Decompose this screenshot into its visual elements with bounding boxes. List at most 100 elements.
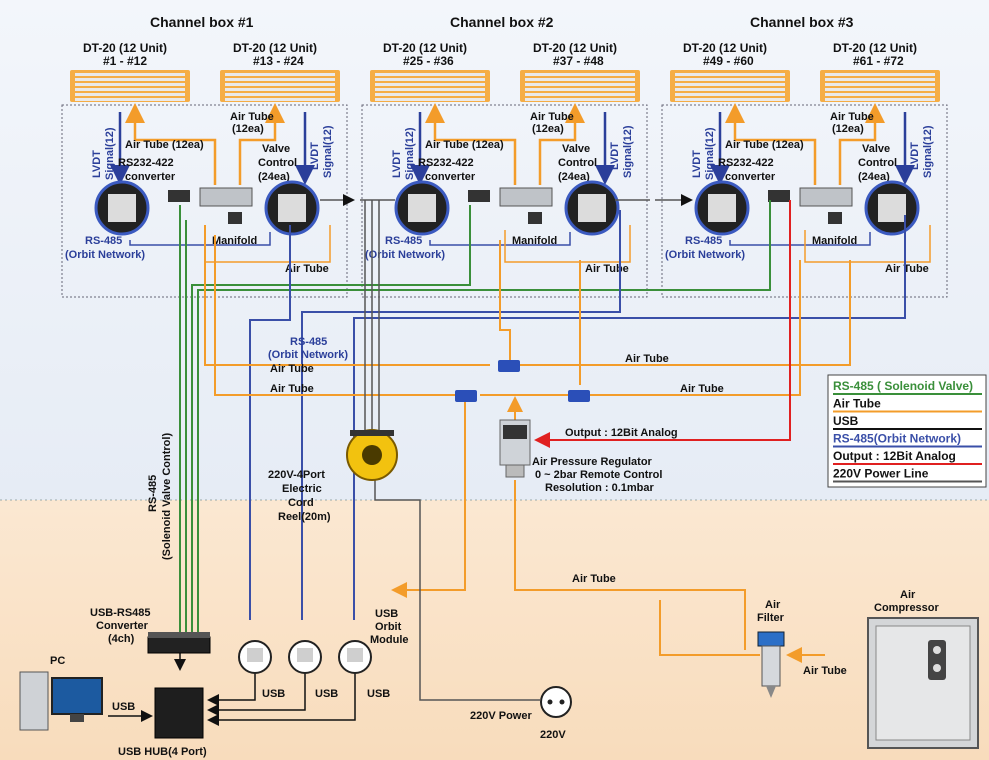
usb-label: USB — [367, 688, 390, 700]
outlet-icon — [540, 686, 572, 718]
pc-label: PC — [50, 655, 65, 667]
channel-box: Channel box #2DT-20 (12 Unit)#25 - #36DT… — [361, 14, 648, 298]
channel-box-frame — [361, 104, 648, 298]
reel-label: Cord — [288, 497, 314, 509]
legend-label: RS-485(Orbit Network) — [833, 432, 961, 446]
rs485-label: RS-485 — [685, 235, 722, 247]
channel-box: Channel box #3DT-20 (12 Unit)#49 - #60DT… — [661, 14, 948, 298]
network-lines — [108, 200, 906, 726]
air-tube-label: Air Tube — [572, 573, 616, 585]
converter-label: converter — [725, 171, 776, 183]
usb-label: USB — [112, 701, 135, 713]
rs485-label: RS-485 — [385, 235, 422, 247]
legend-label: Output : 12Bit Analog — [833, 449, 956, 463]
channel-box: Channel box #1DT-20 (12 Unit)#1 - #12DT-… — [61, 14, 348, 298]
lvdt-label: Signal(12) — [404, 127, 416, 180]
usb-hub-icon — [154, 687, 204, 739]
unit-label: DT-20 (12 Unit) — [83, 41, 167, 55]
orbit-module-icon — [288, 640, 322, 674]
valve-label: Control — [558, 157, 597, 169]
manifold-label: Manifold — [512, 235, 557, 247]
unit-label: DT-20 (12 Unit) — [833, 41, 917, 55]
manifold-label: Manifold — [812, 235, 857, 247]
converter-label: (4ch) — [108, 633, 135, 645]
converter-icon — [768, 190, 790, 202]
regulator-title: Air Pressure Regulator — [532, 456, 653, 468]
dt20-unit-icon — [670, 70, 790, 102]
lvdt-label: LVDT — [609, 142, 621, 170]
channel-box-title: Channel box #1 — [150, 14, 254, 30]
dt20-unit-icon — [520, 70, 640, 102]
filter-label: Air — [765, 599, 781, 611]
regulator-range: 0 ~ 2bar Remote Control — [535, 469, 662, 481]
legend-label: 220V Power Line — [833, 467, 929, 481]
valve-label: (24ea) — [258, 171, 290, 183]
lvdt-label: Signal(12) — [922, 125, 934, 178]
rs485-vertical-label: RS-485 — [147, 475, 159, 512]
channel-box-title: Channel box #3 — [750, 14, 854, 30]
valve-block-icon — [199, 187, 253, 207]
converter-label: RS232-422 — [118, 157, 174, 169]
air-tube-label: (12ea) — [532, 123, 564, 135]
air-tube-label: Air Tube — [830, 111, 874, 123]
orbit-module-label: USB — [375, 608, 398, 620]
valve-label: (24ea) — [558, 171, 590, 183]
usb-label: USB — [262, 688, 285, 700]
orbit-modules — [238, 640, 372, 674]
converter-label: converter — [125, 171, 176, 183]
manifold-icon — [828, 212, 842, 224]
unit-label: DT-20 (12 Unit) — [383, 41, 467, 55]
unit-label: DT-20 (12 Unit) — [233, 41, 317, 55]
unit-range: #25 - #36 — [403, 54, 454, 68]
converter-label: RS232-422 — [718, 157, 774, 169]
legend-label: USB — [833, 414, 859, 428]
valve-block-icon — [499, 187, 553, 207]
unit-range: #37 - #48 — [553, 54, 604, 68]
orbit-network-label: (Orbit Network) — [365, 249, 445, 261]
air-tube-label: Air Tube — [585, 263, 629, 275]
lvdt-label: Signal(12) — [104, 127, 116, 180]
regulator-resolution: Resolution : 0.1mbar — [545, 482, 655, 494]
unit-range: #1 - #12 — [103, 54, 147, 68]
lvdt-module-icon — [864, 180, 920, 236]
reel-label: Reel(20m) — [278, 511, 331, 523]
lvdt-label: LVDT — [309, 142, 321, 170]
valve-label: Valve — [262, 143, 290, 155]
reel-label: Electric — [282, 483, 322, 495]
air-tube-label: Air Tube (12ea) — [725, 139, 804, 151]
lvdt-module-icon — [394, 180, 450, 236]
reel-label: 220V-4Port — [268, 469, 325, 481]
usb-hub-label: USB HUB(4 Port) — [118, 746, 207, 758]
lvdt-label: LVDT — [91, 150, 103, 178]
air-tube-label: Air Tube — [285, 263, 329, 275]
air-tube-label: Air Tube — [885, 263, 929, 275]
air-tube-label: (12ea) — [832, 123, 864, 135]
lvdt-module-icon — [694, 180, 750, 236]
unit-range: #13 - #24 — [253, 54, 304, 68]
usb-label: USB — [315, 688, 338, 700]
lvdt-label: LVDT — [691, 150, 703, 178]
valve-block-icon — [799, 187, 853, 207]
converter-label: USB-RS485 — [90, 607, 151, 619]
converter-label: Converter — [96, 620, 149, 632]
converter-icon — [168, 190, 190, 202]
orbit-module-label: Module — [370, 634, 409, 646]
legend-label: Air Tube — [833, 397, 881, 411]
channel-box-frame — [661, 104, 948, 298]
lvdt-label: Signal(12) — [622, 125, 634, 178]
unit-range: #49 - #60 — [703, 54, 754, 68]
air-tube-label: Air Tube — [230, 111, 274, 123]
air-filter-icon — [757, 631, 785, 698]
air-tube-label: Air Tube — [680, 383, 724, 395]
rs485-label: RS-485 — [85, 235, 122, 247]
air-pressure-regulator-icon — [499, 419, 531, 478]
converter-label: RS232-422 — [418, 157, 474, 169]
legend-label: RS-485 ( Solenoid Valve) — [833, 379, 973, 393]
manifold-icon — [528, 212, 542, 224]
pc-icon — [19, 671, 103, 731]
orbit-network-label: (Orbit Network) — [65, 249, 145, 261]
usb-rs485-converter-icon — [147, 632, 211, 654]
outlet-label: 220V — [540, 729, 566, 741]
